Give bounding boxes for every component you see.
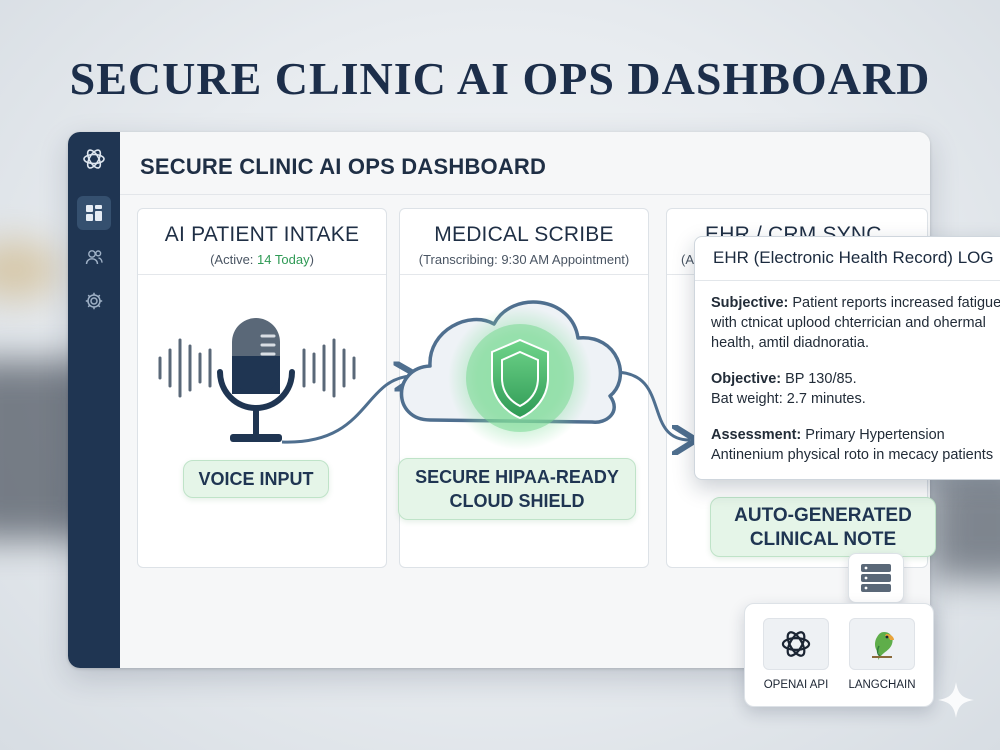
langchain-label: LANGCHAIN (848, 679, 916, 691)
clinical-note-label: AUTO-GENERATED CLINICAL NOTE (710, 497, 936, 557)
dashboard-grid-icon[interactable] (77, 196, 111, 230)
assessment-text: Primary Hypertension (801, 427, 945, 443)
sound-wave-right-icon (302, 338, 356, 398)
clinical-note-label-line1: AUTO-GENERATED (734, 505, 912, 526)
cloud-shield-label-line1: SECURE HIPAA-READY (415, 467, 619, 487)
ehr-log-title: EHR (Electronic Health Record) LOG (695, 237, 1000, 281)
ehr-objective: Objective: BP 130/85. Bat weight: 2.7 mi… (711, 369, 1000, 409)
openai-api-label: OPENAI API (763, 679, 829, 691)
parrot-icon (872, 632, 894, 660)
card-title: MEDICAL SCRIBE (434, 223, 614, 246)
openai-logo-icon[interactable] (77, 142, 111, 176)
objective-label: Objective: (711, 371, 782, 387)
card-header: AI PATIENT INTAKE (Active: 14 Today) (138, 209, 386, 275)
shield-icon (491, 338, 549, 420)
card-subtitle: (Active: 14 Today) (138, 252, 386, 267)
ehr-log-popup: EHR (Electronic Health Record) LOG Subje… (694, 236, 1000, 480)
flow-line-scribe-to-ehr (613, 370, 690, 440)
server-icon-box (848, 553, 904, 603)
background-blur-right (930, 470, 1000, 580)
clinical-note-label-line2: CLINICAL NOTE (749, 529, 897, 550)
card-header: MEDICAL SCRIBE (Transcribing: 9:30 AM Ap… (400, 209, 648, 275)
objective-text: BP 130/85. (781, 371, 857, 387)
openai-api-tile[interactable] (763, 618, 829, 670)
ehr-assessment: Assessment: Primary Hypertension Antinen… (711, 425, 1000, 465)
subjective-text: Patient reports increased fatigue (788, 295, 1000, 311)
users-icon[interactable] (77, 240, 111, 274)
voice-input-label: VOICE INPUT (183, 460, 329, 498)
subjective-label: Subjective: (711, 295, 789, 311)
objective-text: Bat weight: 2.7 minutes. (711, 391, 866, 407)
gear-icon[interactable] (77, 284, 111, 318)
microphone-icon (217, 318, 295, 442)
subjective-text: with ctnicat uplood chterrician and oher… (711, 315, 986, 331)
assessment-label: Assessment: (711, 427, 802, 443)
card-title: AI PATIENT INTAKE (164, 223, 360, 246)
active-count: 14 Today (257, 252, 310, 267)
window-title: SECURE CLINIC AI OPS DASHBOARD (140, 154, 547, 179)
flow-line-intake-to-scribe (281, 376, 412, 444)
langchain-tile[interactable] (849, 618, 915, 670)
cloud-shield-label: SECURE HIPAA-READY CLOUD SHIELD (398, 458, 636, 520)
card-subtitle: (A (681, 252, 694, 267)
header-divider (120, 194, 930, 195)
subjective-text: health, amtil diadnoratia. (711, 335, 869, 351)
ehr-subjective: Subjective: Patient reports increased fa… (711, 293, 1000, 353)
subtitle-prefix: (Active: (210, 252, 258, 267)
assessment-text: Antinenium physical roto in mecacy patie… (711, 447, 994, 463)
hero-title: SECURE CLINIC AI OPS DASHBOARD (69, 53, 931, 104)
server-icon (861, 564, 891, 592)
sound-wave-left-icon (158, 338, 212, 398)
sidebar (68, 132, 120, 668)
cloud-shield-label-line2: CLOUD SHIELD (449, 491, 585, 511)
openai-logo-icon (781, 631, 811, 657)
subtitle-suffix: ) (309, 252, 314, 267)
integrations-panel: OPENAI API LANGCHAIN (744, 603, 934, 707)
ehr-log-body: Subjective: Patient reports increased fa… (695, 281, 1000, 465)
sparkle-icon (938, 682, 974, 718)
card-subtitle: (Transcribing: 9:30 AM Appointment) (418, 252, 630, 267)
